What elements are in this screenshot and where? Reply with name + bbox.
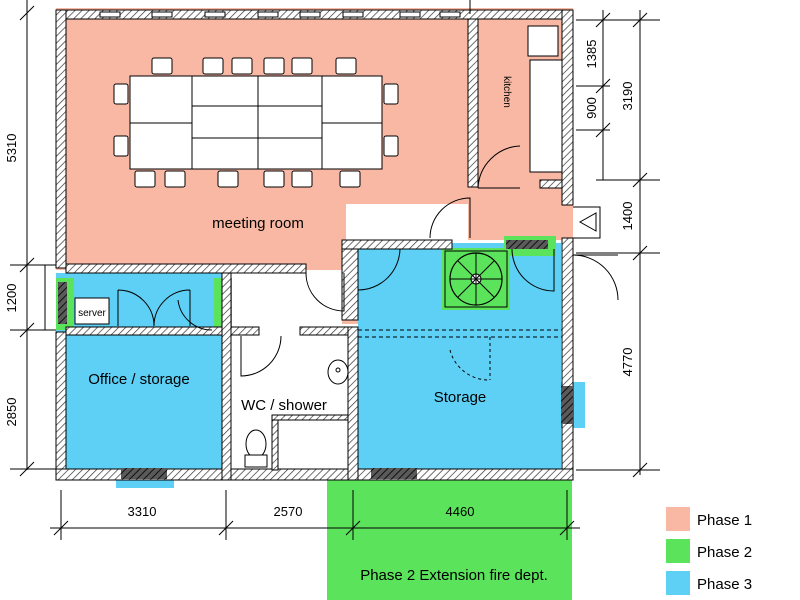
legend-swatch-phase2 [666, 539, 690, 563]
wall-right-upper [561, 9, 574, 206]
wall-wc-right [347, 326, 359, 481]
phase1-zone-lower [56, 200, 346, 270]
window-storage-right [561, 386, 573, 424]
hallway-door [305, 272, 345, 312]
office-label: Office / storage [88, 371, 189, 388]
dim-right-1385: 1385 [584, 40, 599, 69]
legend-label-phase2: Phase 2 [697, 544, 752, 561]
window-vent-top [506, 240, 548, 249]
extension-label: Phase 2 Extension fire dept. [360, 567, 548, 584]
dim-left-top: 5310 [4, 134, 19, 163]
wall-shower-top [271, 414, 349, 421]
entrance [572, 206, 619, 301]
dim-left-mid: 1200 [4, 284, 19, 313]
phase2-zone-extension [327, 480, 572, 600]
wall-kitchen-bottom [539, 179, 563, 189]
toilet-tank [244, 454, 268, 468]
dimension-lines [10, 0, 660, 540]
wall-left-upper [55, 9, 67, 269]
dim-left-bottom: 2850 [4, 398, 19, 427]
kitchen-fixtures [527, 25, 563, 173]
chairs [113, 57, 399, 188]
legend-swatch-phase3 [666, 571, 690, 595]
wall-kitchen-left [467, 18, 479, 188]
meeting-table [129, 75, 383, 170]
server-label: server [78, 308, 106, 319]
kitchen-counter [529, 59, 563, 173]
wc-label: WC / shower [241, 397, 327, 414]
meeting-door-swing [429, 197, 471, 239]
fridge [527, 25, 559, 57]
legend-swatch-phase1 [666, 507, 690, 531]
wall-wc-top [230, 326, 260, 336]
server-box [74, 297, 110, 325]
dim-right-4770: 4770 [620, 348, 635, 377]
kitchen-label: kitchen [501, 76, 512, 108]
dim-right-900: 900 [584, 97, 599, 119]
wall-left-lower [55, 331, 67, 481]
wall-office-right [221, 272, 232, 481]
legend-label-phase1: Phase 1 [697, 512, 752, 529]
server-room-fixtures [74, 289, 213, 331]
kitchen-door-swing [477, 145, 521, 189]
spiral-stair [444, 250, 508, 308]
top-window-markers [99, 11, 461, 18]
dim-bottom-4460: 4460 [446, 504, 475, 519]
wall-bottom [55, 468, 574, 481]
wall-shower-left [271, 414, 279, 471]
dim-right-3190: 3190 [620, 82, 635, 111]
wall-meeting-bottom [65, 263, 307, 274]
dim-bottom-2570: 2570 [274, 504, 303, 519]
toilet-bowl [245, 429, 267, 459]
phase3-zone-office [56, 333, 228, 473]
wall-right-lower [561, 237, 574, 481]
meeting-room-label: meeting room [212, 215, 304, 232]
window-office-bottom [121, 468, 167, 479]
window-server-left [58, 282, 67, 324]
wc-fixtures [240, 335, 349, 468]
dim-right-1400: 1400 [620, 202, 635, 231]
storage-doors [357, 248, 562, 381]
wall-storage-top [341, 239, 453, 250]
legend: Phase 1 Phase 2 Phase 3 [666, 507, 752, 595]
storage-label: Storage [434, 389, 487, 406]
wall-server-bottom [65, 326, 223, 336]
legend-label-phase3: Phase 3 [697, 576, 752, 593]
dim-bottom-3310: 3310 [128, 504, 157, 519]
window-storage-bottom [371, 468, 417, 479]
